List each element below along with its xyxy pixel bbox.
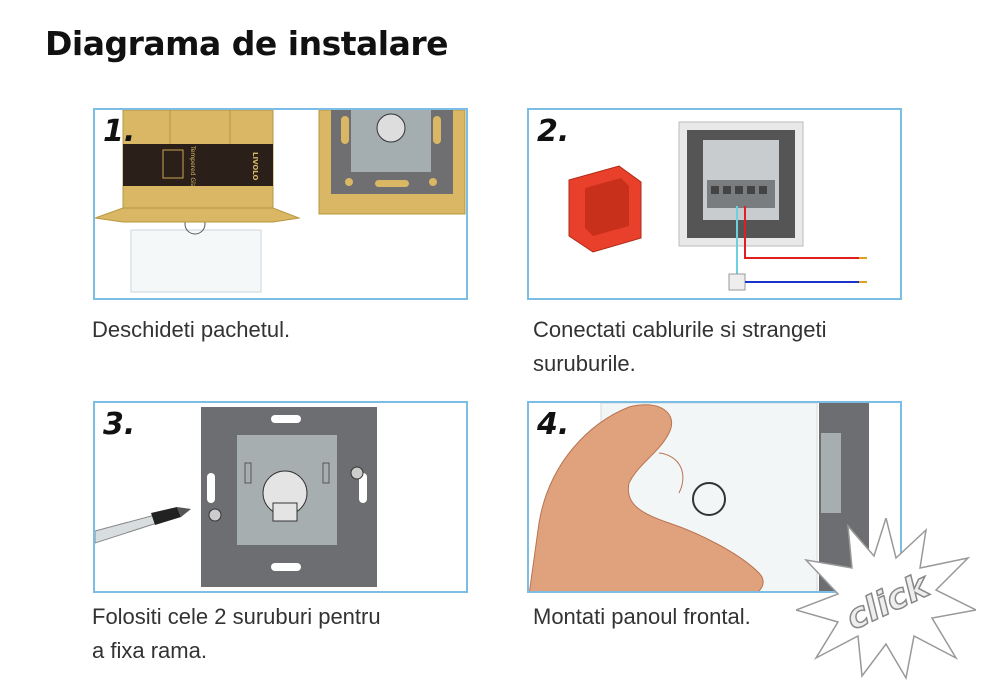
step-number: 4. [537, 407, 570, 442]
wiring-illustration [568, 121, 867, 291]
front-panel-illustration [529, 403, 869, 591]
step-3-caption: Folositi cele 2 suruburi pentru a fixa r… [92, 600, 381, 668]
caption-line: suruburile. [533, 351, 636, 376]
package-brand-text: LIVOLO [251, 152, 259, 181]
frame-screw-illustration [95, 407, 377, 587]
caption-line: a fixa rama. [92, 638, 207, 663]
step-3-panel: 3. [93, 401, 468, 593]
package-tempered-glass-text: Tempered Glass [189, 145, 196, 194]
step-4-panel: 4. [527, 401, 902, 593]
step-2-panel: 2. [527, 108, 902, 300]
step-2-caption: Conectati cablurile si strangeti surubur… [533, 313, 826, 381]
page-title: Diagrama de instalare [45, 24, 449, 63]
step-1-panel: 1. Tempered Glass LIVOLO [93, 108, 468, 300]
click-burst-badge: click [796, 518, 976, 680]
caption-line: Folositi cele 2 suruburi pentru [92, 604, 381, 629]
step-1-caption: Deschideti pachetul. [92, 317, 291, 342]
step-number: 3. [103, 407, 136, 442]
package-illustration: Tempered Glass LIVOLO [95, 110, 466, 293]
step-4-caption: Montati panoul frontal. [533, 604, 751, 629]
step-number: 2. [537, 114, 570, 149]
step-number: 1. [103, 114, 136, 149]
caption-line: Conectati cablurile si strangeti [533, 317, 827, 342]
